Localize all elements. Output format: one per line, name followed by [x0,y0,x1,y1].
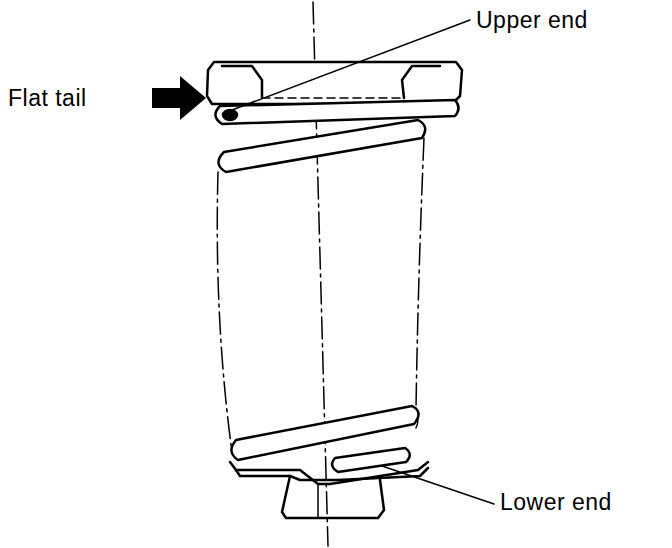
wire-end [223,110,237,120]
bottom-foot [282,476,384,518]
bottom-seat [236,468,428,480]
part-label: Upper end [476,8,588,33]
top-notch [402,66,440,98]
body-outline [217,172,232,452]
part-label: Flat tail [8,86,87,111]
pointer-arrow [152,76,206,120]
body-outline [416,138,424,408]
bottom-seat [230,462,428,484]
part-label: Lower end [500,490,612,515]
spring-drawing [207,2,494,546]
coil-wire [218,120,425,172]
foot-edge [317,484,319,518]
lower-end-wire [332,448,410,472]
leader-line [232,20,470,110]
hidden-line [262,97,404,99]
upper-end-wire [215,100,458,124]
leader-line [382,466,494,504]
top-notch [222,66,262,98]
top-flat-coil [207,62,462,104]
